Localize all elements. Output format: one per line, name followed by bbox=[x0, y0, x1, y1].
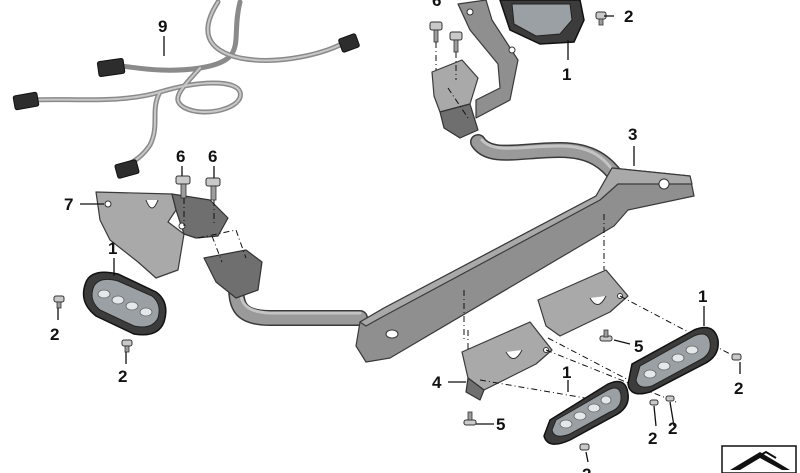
callout-4: 4 bbox=[432, 373, 442, 392]
lower-lamp-bracket[interactable] bbox=[461, 269, 629, 401]
led-lamp-right[interactable] bbox=[627, 326, 719, 395]
callout-1-right: 1 bbox=[698, 287, 707, 306]
callout-6b: 6 bbox=[208, 147, 217, 166]
connector-plug bbox=[12, 91, 40, 111]
screw-top[interactable] bbox=[429, 21, 463, 53]
screw-right-c[interactable] bbox=[665, 395, 675, 402]
callout-2-left-a: 2 bbox=[50, 325, 59, 344]
leader-lines bbox=[57, 15, 741, 463]
callout-5-lower: 5 bbox=[496, 415, 505, 434]
callout-2-left-b: 2 bbox=[118, 367, 127, 386]
led-lamp-top[interactable] bbox=[499, 0, 585, 45]
screw-right-a[interactable] bbox=[731, 353, 742, 361]
callout-2-right-b: 2 bbox=[648, 429, 657, 448]
callout-9: 9 bbox=[158, 17, 167, 36]
callout-6a: 6 bbox=[176, 147, 185, 166]
callout-1-left: 1 bbox=[108, 239, 117, 258]
callout-6-top: 6 bbox=[432, 0, 441, 10]
wiring-harness[interactable] bbox=[12, 0, 360, 179]
callout-2-bottom: 2 bbox=[582, 465, 591, 473]
screw-left-a[interactable] bbox=[53, 295, 65, 309]
screw-6b[interactable] bbox=[205, 177, 221, 201]
callout-7: 7 bbox=[64, 195, 73, 214]
callout-2-top: 2 bbox=[624, 7, 633, 26]
callout-5-upper: 5 bbox=[634, 337, 643, 356]
screw-bottom[interactable] bbox=[579, 443, 590, 451]
callout-labels: 9 6 2 1 3 6 6 7 1 2 2 1 5 2 4 1 5 2 2 2 bbox=[50, 0, 743, 473]
connector-plug bbox=[338, 33, 360, 53]
direction-badge-icon bbox=[721, 445, 797, 473]
connector-plug bbox=[96, 58, 126, 77]
led-lamp-left[interactable] bbox=[82, 271, 167, 336]
callout-1-bottom: 1 bbox=[562, 363, 571, 382]
callout-3: 3 bbox=[628, 125, 637, 144]
connector-plug bbox=[114, 159, 140, 179]
screw-right-b[interactable] bbox=[649, 399, 659, 406]
screw-top-right[interactable] bbox=[595, 11, 607, 26]
upper-mount-bracket[interactable] bbox=[431, 0, 519, 139]
screw-5-upper[interactable] bbox=[599, 329, 613, 342]
led-lamp-bottom[interactable] bbox=[543, 380, 629, 445]
callout-2-right-a: 2 bbox=[734, 379, 743, 398]
screw-5-lower[interactable] bbox=[463, 411, 477, 426]
callout-2-right-c: 2 bbox=[668, 419, 677, 438]
carrier-frame[interactable] bbox=[203, 134, 695, 363]
screw-left-b[interactable] bbox=[121, 339, 133, 353]
callout-1-top: 1 bbox=[562, 65, 571, 84]
